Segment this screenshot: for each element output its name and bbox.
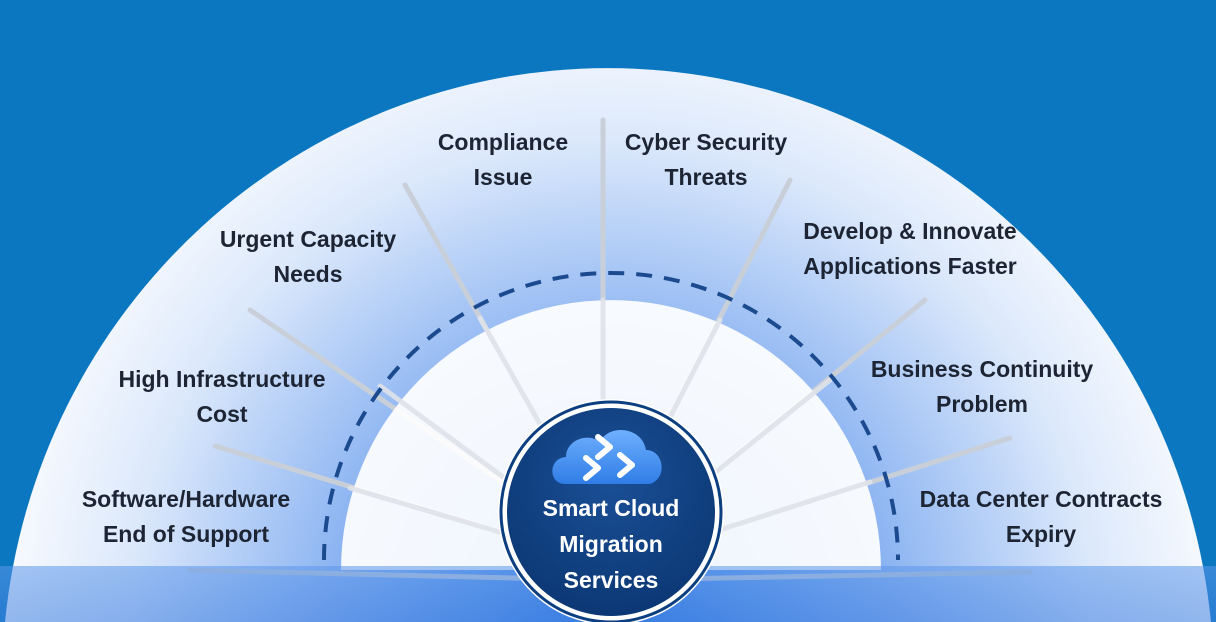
label-line: Threats — [664, 164, 748, 190]
label-line: Develop & Innovate — [803, 218, 1017, 244]
center-title-line: Services — [563, 567, 659, 593]
label-line: Cost — [196, 401, 248, 427]
label-line: Expiry — [1005, 521, 1077, 547]
label-line: Problem — [935, 391, 1029, 417]
label-line: Software/Hardware — [81, 486, 291, 512]
label-line: Cyber Security — [624, 129, 788, 155]
label-develop-innovate: Develop & Innovate Applications Faster — [803, 214, 1016, 284]
dashed-arc — [322, 271, 900, 561]
center-title-line: Migration — [559, 531, 663, 557]
label-compliance: Compliance Issue — [438, 125, 568, 195]
label-line: High Infrastructure — [118, 366, 326, 392]
label-line: Business Continuity — [870, 356, 1094, 382]
label-high-infrastructure: High Infrastructure Cost — [118, 362, 325, 432]
label-urgent-capacity: Urgent Capacity Needs — [220, 222, 396, 292]
label-line: Compliance — [437, 129, 569, 155]
label-line: Urgent Capacity — [219, 226, 397, 252]
label-line: Data Center Contracts — [919, 486, 1163, 512]
label-line: End of Support — [102, 521, 270, 547]
label-software-hardware: Software/Hardware End of Support — [82, 482, 290, 552]
center-title-line: Smart Cloud — [542, 495, 680, 521]
center-circle-outline — [499, 400, 723, 622]
label-business-continuity: Business Continuity Problem — [871, 352, 1093, 422]
label-line: Needs — [273, 261, 343, 287]
center-title: Smart Cloud Migration Services — [511, 490, 711, 598]
label-data-center: Data Center Contracts Expiry — [920, 482, 1163, 552]
label-line: Applications Faster — [803, 253, 1017, 279]
label-line: Issue — [473, 164, 533, 190]
cloud-forward-icon — [552, 430, 662, 484]
label-cyber-security: Cyber Security Threats — [625, 125, 787, 195]
